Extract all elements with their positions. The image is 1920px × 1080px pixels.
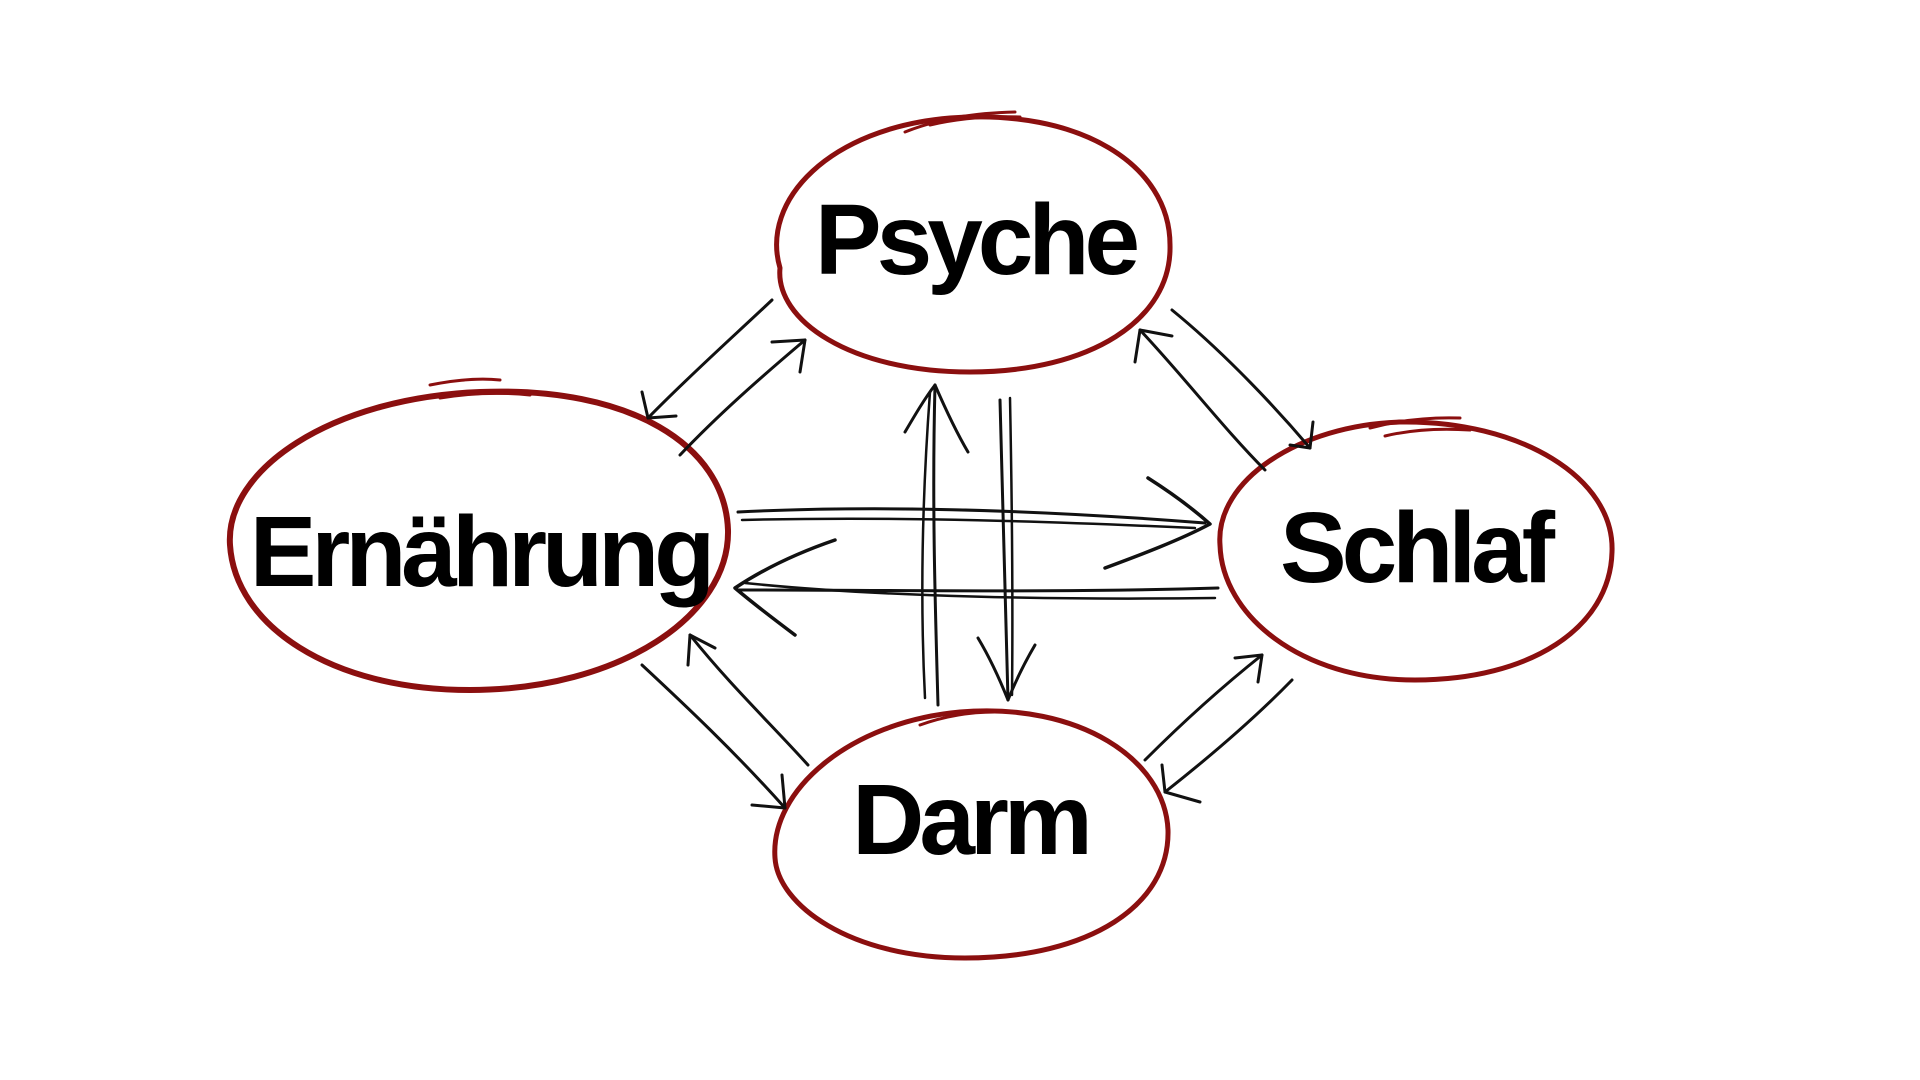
node-schlaf: Schlaf xyxy=(1217,416,1615,683)
arrow-psyche-to-darm xyxy=(976,396,1037,702)
ring-schlaf xyxy=(1217,419,1615,683)
arrow-line xyxy=(688,633,810,767)
node-darm: Darm xyxy=(772,708,1171,961)
arrowhead xyxy=(640,390,678,420)
arrow-ernaehrung-to-schlaf xyxy=(736,476,1212,570)
arrowhead xyxy=(1160,763,1202,804)
node-ernaehrung: Ernährung xyxy=(226,377,732,693)
arrow-line-double xyxy=(921,390,932,700)
ring-schlaf-overstroke xyxy=(1368,416,1472,438)
arrowhead xyxy=(733,538,837,637)
arrow-line xyxy=(646,298,774,420)
ring-ernaehrung xyxy=(226,388,732,693)
ring-darm-overstroke xyxy=(918,710,997,727)
arrow-darm-to-ernaehrung xyxy=(686,633,810,767)
arrow-ernaehrung-to-psyche xyxy=(678,338,807,457)
arrow-schlaf-to-psyche xyxy=(1133,328,1267,472)
arrow-line xyxy=(736,507,1207,525)
label-psyche: Psyche xyxy=(815,184,1138,296)
arrowhead xyxy=(903,383,970,454)
label-ernaehrung: Ernährung xyxy=(250,496,711,608)
ring-psyche-overstroke xyxy=(903,110,1022,134)
arrow-line xyxy=(640,663,787,810)
ring-psyche xyxy=(774,114,1173,375)
arrow-ernaehrung-to-darm xyxy=(640,663,787,810)
label-schlaf: Schlaf xyxy=(1280,492,1556,604)
arrowhead xyxy=(1103,476,1212,570)
node-psyche: Psyche xyxy=(774,110,1173,375)
arrow-line xyxy=(1138,328,1267,472)
arrow-psyche-to-schlaf xyxy=(1170,308,1315,450)
arrow-schlaf-to-ernaehrung xyxy=(733,538,1220,637)
arrowhead xyxy=(770,338,807,374)
arrows xyxy=(640,298,1315,810)
arrow-line xyxy=(1143,653,1264,762)
ring-ernaehrung-overstroke xyxy=(428,377,532,400)
label-darm: Darm xyxy=(852,764,1088,876)
arrow-psyche-to-ernaehrung xyxy=(640,298,774,420)
arrow-line xyxy=(1170,308,1312,450)
arrowhead xyxy=(1133,328,1174,364)
arrow-line-double xyxy=(740,517,1197,530)
arrowhead xyxy=(1233,653,1264,684)
arrow-darm-to-schlaf xyxy=(1143,653,1264,762)
arrow-schlaf-to-darm xyxy=(1160,678,1294,804)
arrow-line xyxy=(678,338,807,457)
arrow-line-double xyxy=(743,581,1217,600)
arrow-line-double xyxy=(1008,396,1014,697)
arrowhead xyxy=(686,633,717,667)
arrowhead xyxy=(1288,420,1315,450)
arrow-line xyxy=(736,586,1220,593)
arrowhead xyxy=(750,773,787,810)
arrowhead xyxy=(976,636,1037,702)
arrow-darm-to-psyche xyxy=(903,383,970,707)
ring-darm xyxy=(772,708,1171,961)
arrow-line xyxy=(998,398,1010,702)
arrow-line xyxy=(932,383,940,707)
arrow-line xyxy=(1163,678,1294,794)
